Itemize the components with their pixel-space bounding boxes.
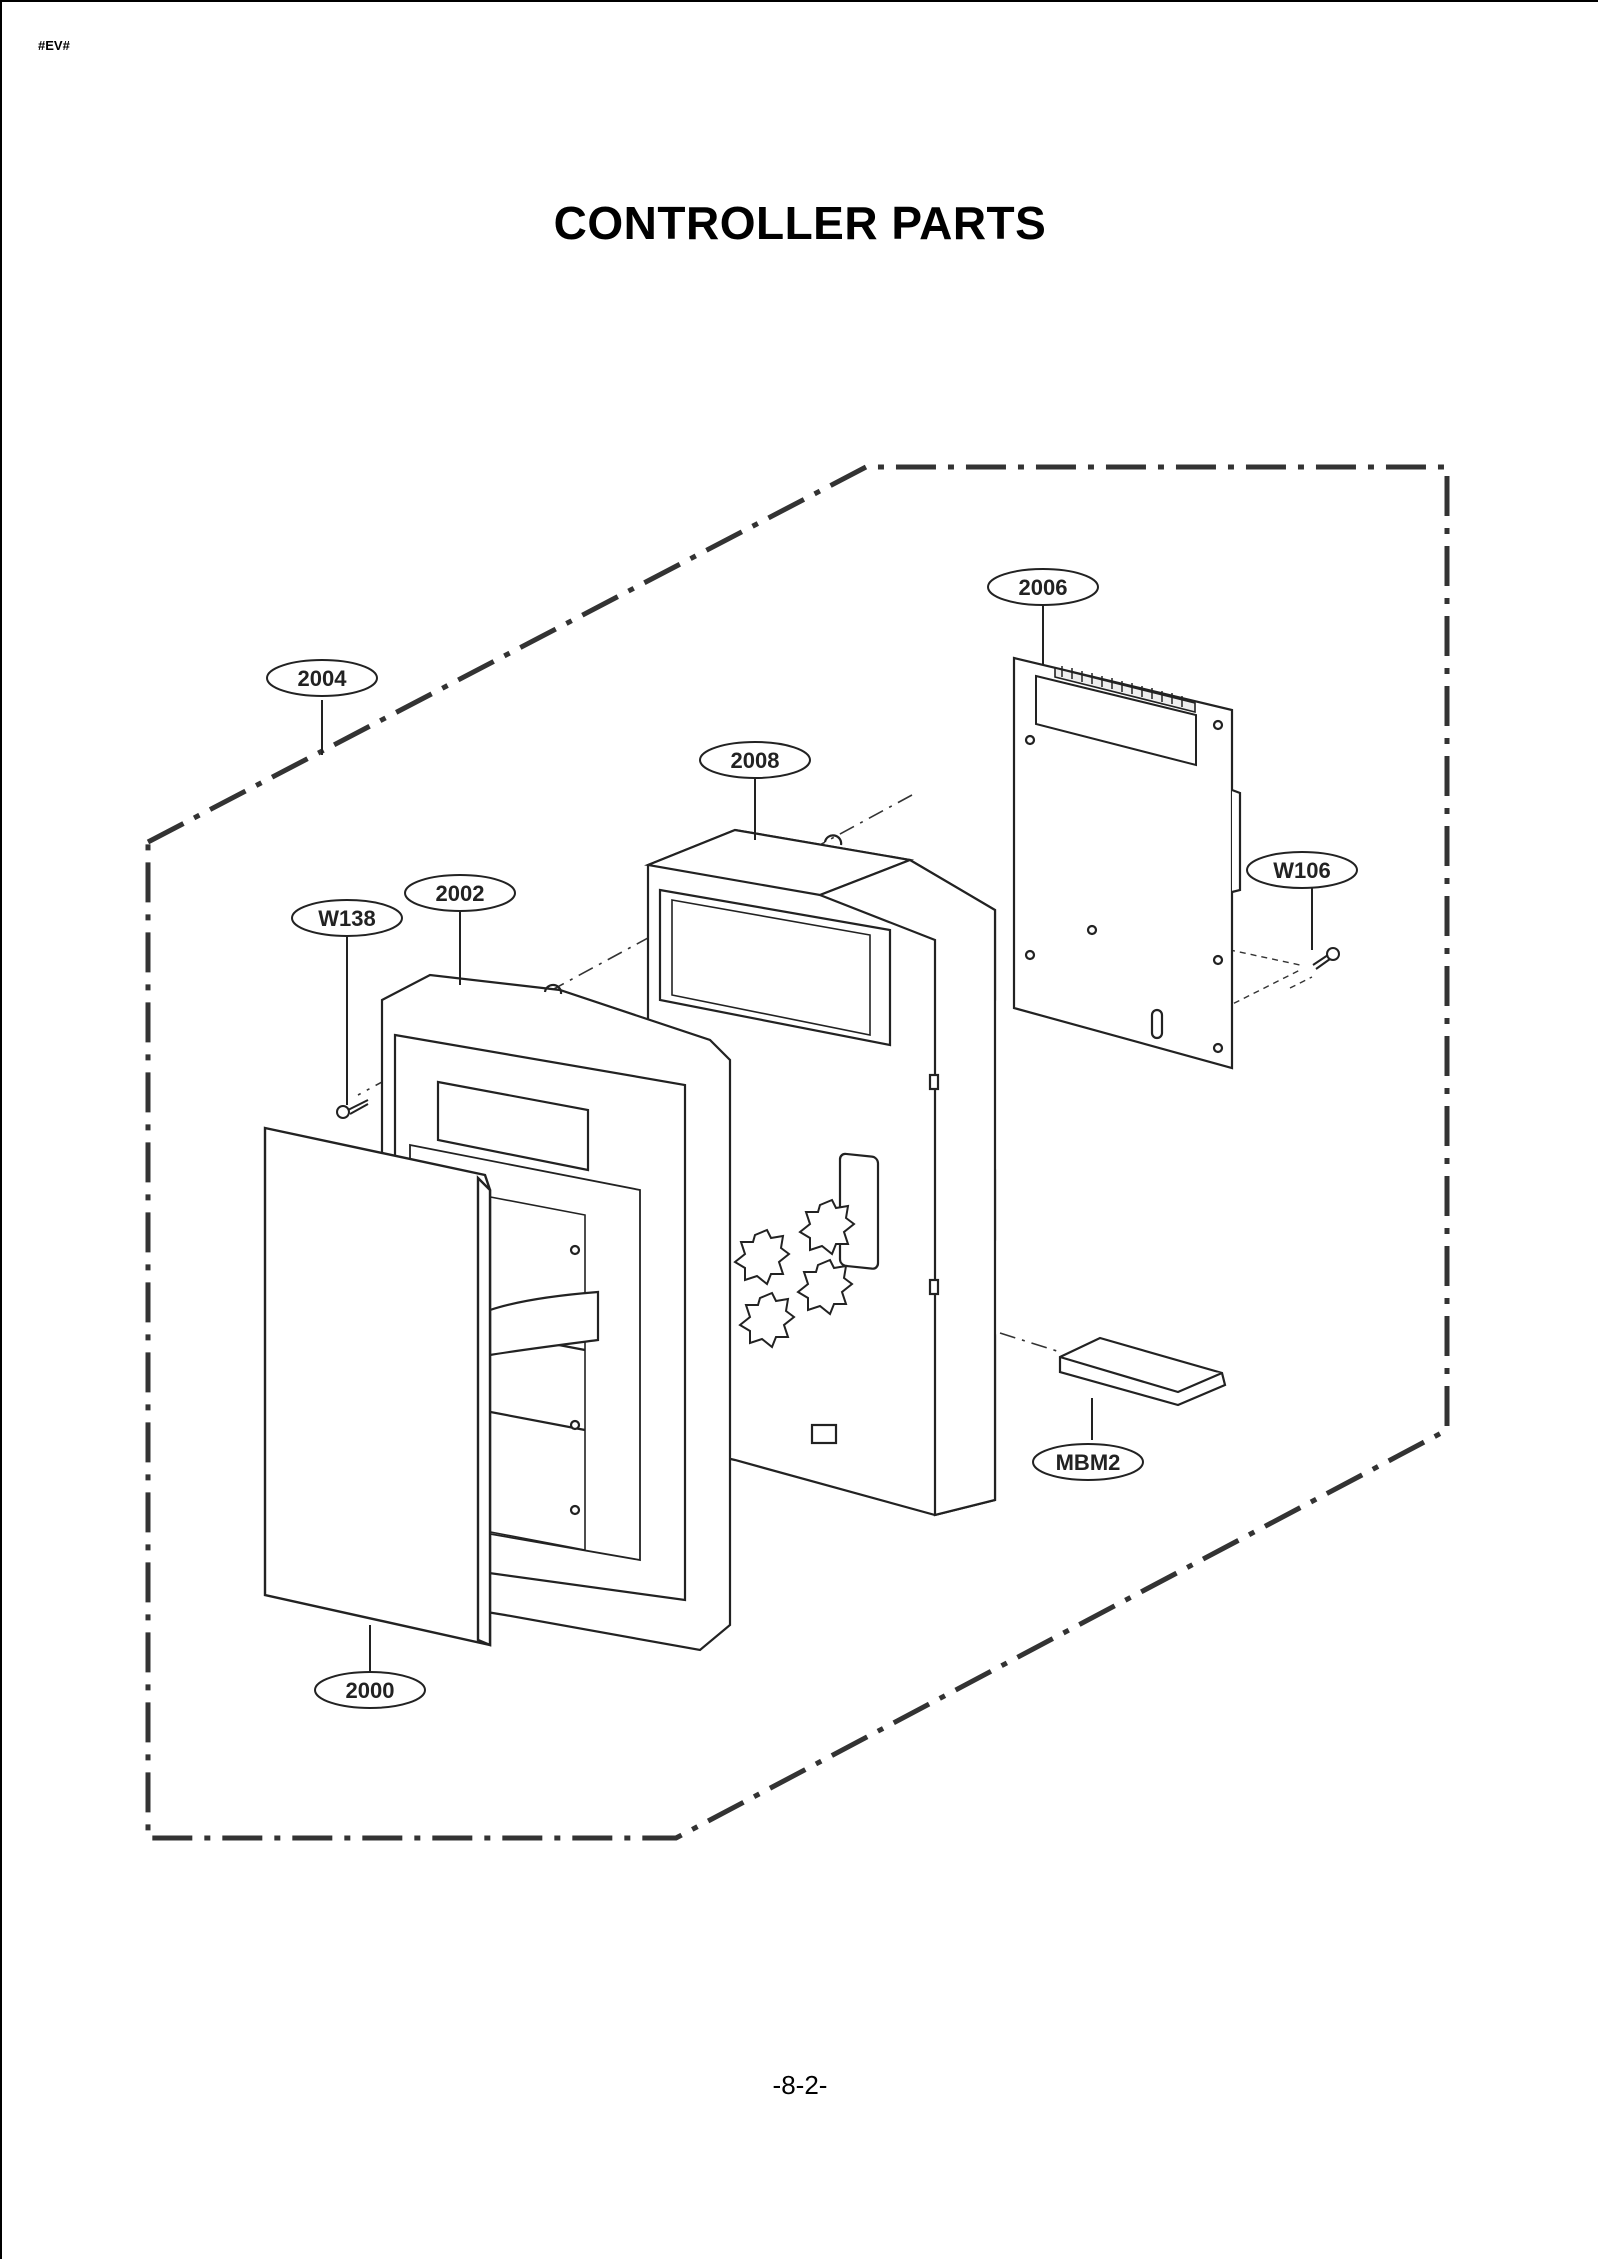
page-number: -8-2- (772, 2070, 828, 2100)
part-2006-pcb (1012, 656, 1242, 1070)
callout-w138-label: W138 (318, 906, 375, 931)
frame-button-holes (733, 1198, 856, 1349)
callout-2002-label: 2002 (436, 881, 485, 906)
part-2000-panel-plate (263, 1126, 492, 1647)
part-mbm2-cable (1058, 1336, 1227, 1407)
callout-2004-label: 2004 (298, 666, 348, 691)
callout-mbm2: MBM2 (1032, 1443, 1144, 1481)
callout-2004: 2004 (266, 659, 378, 697)
part-w106-screw (1312, 947, 1340, 970)
page-title: CONTROLLER PARTS (553, 197, 1047, 249)
callout-2006-label: 2006 (1019, 575, 1068, 600)
callout-w106-label: W106 (1273, 858, 1330, 883)
callout-2008: 2008 (699, 741, 811, 779)
part-2008-controller-frame (644, 828, 997, 1517)
callout-w138: W138 (291, 899, 403, 937)
document-code: #EV# (38, 38, 70, 53)
callout-2002: 2002 (404, 874, 516, 912)
callout-w106: W106 (1246, 851, 1358, 889)
callout-2006: 2006 (987, 568, 1099, 606)
leader-lines (321, 605, 1313, 1672)
callout-2000: 2000 (314, 1671, 426, 1709)
callout-2008-label: 2008 (731, 748, 780, 773)
callout-mbm2-label: MBM2 (1056, 1450, 1121, 1475)
callout-2000-label: 2000 (346, 1678, 395, 1703)
part-w138-screw (336, 1099, 369, 1119)
